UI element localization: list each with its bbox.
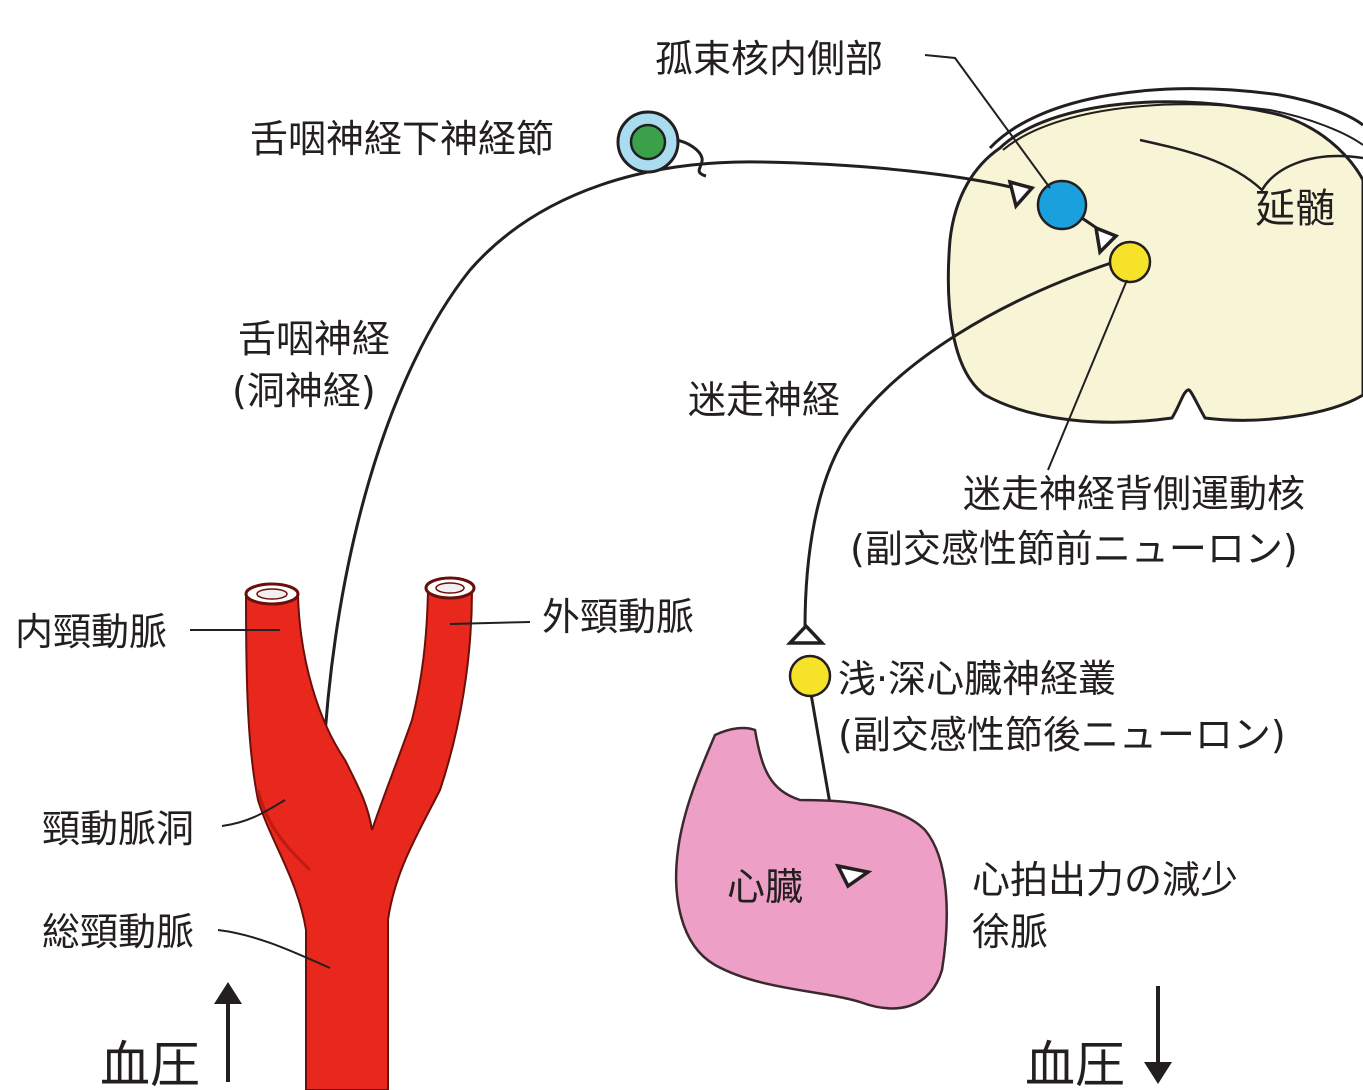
labels: 孤束核内側部 舌咽神経下神経節 舌咽神経 (洞神経) 迷走神経 迷走神経背側運動… (15, 37, 1305, 954)
dmv-label: 迷走神経背側運動核 (963, 472, 1305, 516)
vagus-label: 迷走神経 (688, 378, 840, 422)
carotid-sinus-label: 頸動脈洞 (42, 807, 194, 851)
nts-neuron (1036, 179, 1088, 231)
petrosal-ganglion-inner (629, 123, 667, 161)
vagus-nerve-fiber (803, 260, 1115, 629)
medulla: 延髄 (946, 87, 1363, 424)
cca-leader (217, 929, 331, 969)
dmv-neuron (1108, 240, 1152, 284)
bp-left-label: 血圧 (100, 1036, 200, 1090)
dmv-sublabel: (副交感性節前ニューロン) (850, 527, 1298, 571)
medulla-label: 延髄 (1255, 186, 1335, 232)
synapse-terminal-icon (1007, 179, 1036, 210)
carotid-artery-body (244, 589, 474, 1090)
eca-label: 外頸動脈 (542, 595, 694, 639)
external-carotid-lumen-inner (435, 582, 465, 594)
eca-leader (449, 621, 531, 625)
ganglion-axon-stub (675, 138, 707, 178)
dmv-leader (1047, 279, 1128, 471)
petrosal-ganglion-label: 舌咽神経下神経節 (250, 117, 554, 161)
cca-label: 総頸動脈 (42, 910, 194, 954)
leader-lines (190, 54, 1128, 969)
up-arrow-icon (214, 982, 242, 1082)
plexus-neuron (788, 654, 832, 698)
heart-label: 心臓 (727, 865, 803, 909)
bp-right-label: 血圧 (1025, 1036, 1125, 1090)
ica-label: 内頸動脈 (15, 610, 167, 654)
plexus-label: 浅·深心臓神経叢 (838, 657, 1116, 701)
glossopharyngeal-label: 舌咽神経 (238, 317, 390, 361)
plexus-sublabel: (副交感性節後ニューロン) (838, 713, 1286, 757)
synapse-terminal-icon (785, 623, 827, 645)
carotid-arteries (244, 576, 476, 1090)
internal-carotid-lumen-inner (256, 588, 288, 600)
medulla-outline (946, 100, 1363, 424)
bp-left: 血圧 (100, 982, 242, 1090)
synapse-terminal-icon (1093, 225, 1120, 256)
neurons (616, 110, 1152, 698)
synapse-terminal-icon (834, 863, 873, 889)
medulla-top-band-inner (1002, 103, 1363, 151)
synaptic-terminals (785, 179, 1120, 889)
glossopharyngeal-nerve-fiber (320, 160, 1016, 791)
medulla-top-band (988, 87, 1363, 150)
sinus-nerve-label: (洞神経) (232, 369, 376, 413)
effect-label-1: 心拍出力の減少 (972, 858, 1238, 902)
carotid-sinus-bulge-shade (256, 789, 312, 872)
effect-label-2: 徐脈 (972, 910, 1048, 954)
heart: 心臓 (674, 726, 948, 1010)
sinus-leader (221, 799, 286, 827)
nts-label: 孤束核内側部 (655, 37, 883, 81)
heart-shape (674, 726, 948, 1010)
medulla-dorsal-groove (1139, 138, 1363, 192)
bp-right: 血圧 (1025, 986, 1172, 1090)
down-arrow-icon (1144, 986, 1172, 1084)
nts-leader (924, 54, 1051, 189)
